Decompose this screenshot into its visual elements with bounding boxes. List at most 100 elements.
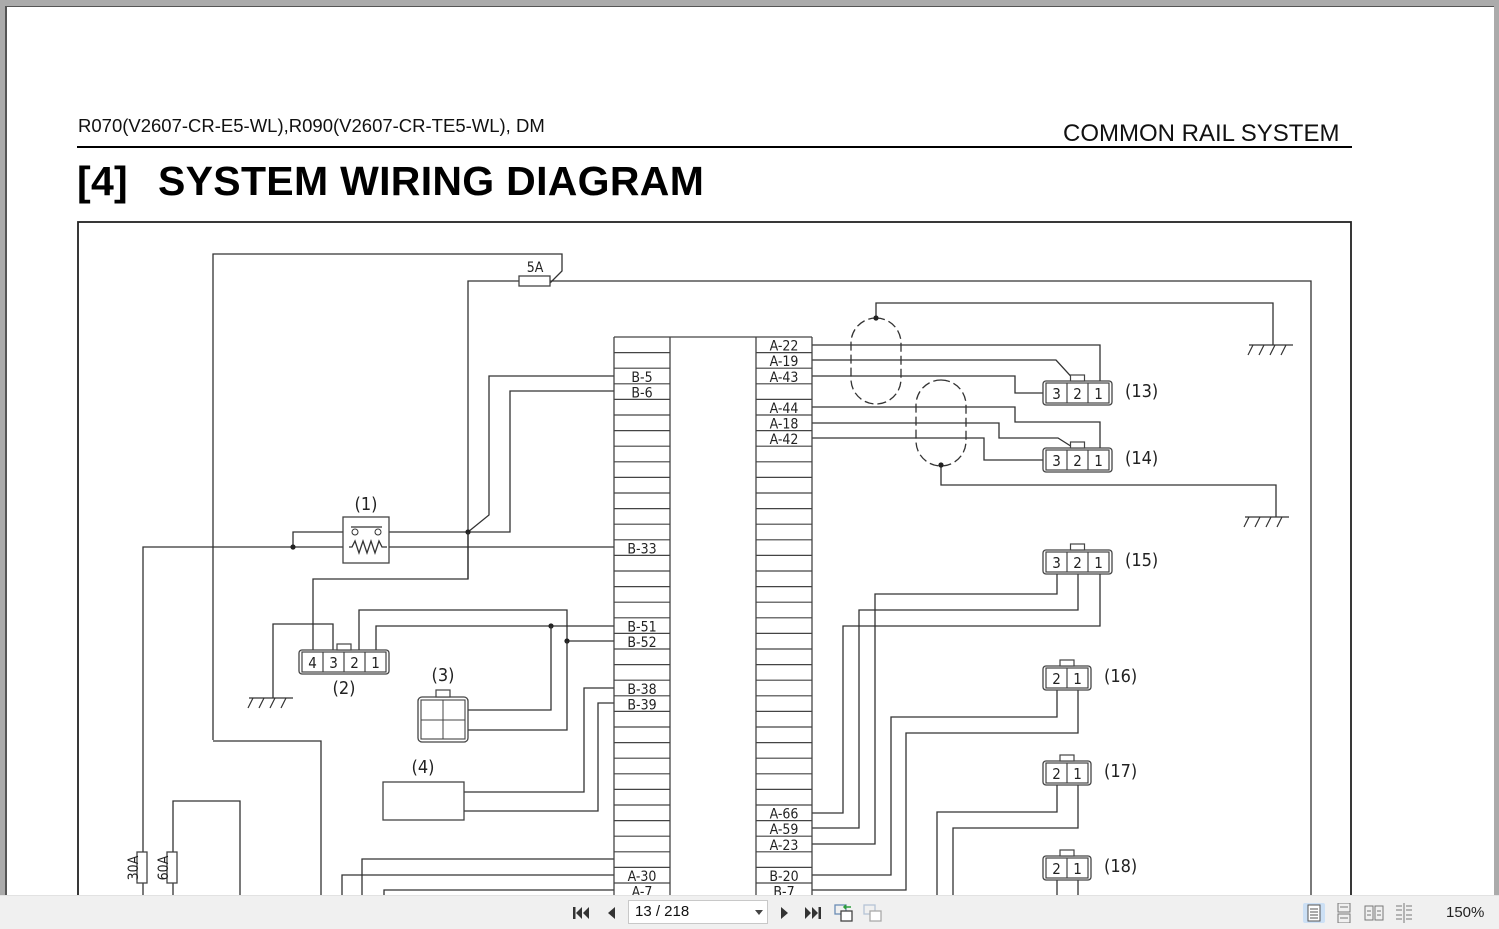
component-17-label: (17) bbox=[1104, 761, 1137, 782]
connector-pin-label: 1 bbox=[371, 654, 380, 672]
junction-dot bbox=[873, 315, 879, 321]
ecu-terminal-label: B-33 bbox=[627, 541, 656, 557]
ground-hatch bbox=[1258, 344, 1265, 356]
next-page-button[interactable] bbox=[774, 903, 796, 923]
connector-2-latch bbox=[336, 643, 352, 651]
wire-a43 bbox=[812, 375, 1046, 394]
ground-hatch bbox=[269, 697, 276, 709]
connector-pin-label: 4 bbox=[308, 654, 317, 672]
next-page-icon bbox=[781, 907, 788, 919]
last-page-button[interactable] bbox=[802, 903, 824, 923]
ecu-terminal-label: A-44 bbox=[770, 401, 799, 417]
wire-a34 bbox=[383, 889, 614, 895]
ground-hatch bbox=[1243, 516, 1250, 528]
ground-hatch bbox=[1265, 516, 1272, 528]
ecu-connector: B-5B-6B-33B-51B-52B-38B-39A-30A-7A-34A-2… bbox=[613, 336, 813, 895]
shield-14 bbox=[915, 379, 967, 467]
wire-b51 bbox=[375, 625, 614, 652]
connector-pin-label: 2 bbox=[1073, 452, 1082, 470]
component-14-label: (14) bbox=[1125, 448, 1158, 469]
wire-a66 bbox=[812, 572, 1101, 814]
component-13-label: (13) bbox=[1125, 381, 1158, 402]
section-title: [4] SYSTEM WIRING DIAGRAM bbox=[77, 158, 704, 205]
page-dropdown-arrow-icon[interactable] bbox=[755, 910, 763, 915]
wire bbox=[467, 280, 519, 579]
zoom-level[interactable]: 150% bbox=[1446, 904, 1485, 921]
document-viewport[interactable]: R070(V2607-CR-E5-WL),R090(V2607-CR-TE5-W… bbox=[5, 6, 1494, 895]
ground-hatch bbox=[247, 697, 254, 709]
go-back-icon bbox=[834, 904, 853, 922]
ecu-terminal-label: A-7 bbox=[632, 885, 653, 895]
wire bbox=[875, 302, 1274, 345]
connector-pin-label: 2 bbox=[1052, 670, 1061, 688]
wire bbox=[936, 783, 1058, 895]
wire-a19 bbox=[812, 359, 1078, 384]
component-18-label: (18) bbox=[1104, 856, 1137, 877]
fuse-30a bbox=[136, 851, 148, 884]
wire bbox=[463, 641, 568, 731]
header-model-text: R070(V2607-CR-E5-WL),R090(V2607-CR-TE5-W… bbox=[78, 115, 545, 136]
fuse-5a-label: 5A bbox=[527, 260, 544, 276]
fuse-5a bbox=[518, 275, 551, 287]
shield-13 bbox=[850, 317, 902, 405]
connector-14-latch bbox=[1069, 441, 1086, 449]
connector-16-latch bbox=[1059, 659, 1075, 667]
component-15-label: (15) bbox=[1125, 550, 1158, 571]
go-back-button[interactable] bbox=[833, 903, 855, 923]
ecu-terminal-label: B-51 bbox=[627, 619, 656, 635]
component-3-label: (3) bbox=[432, 665, 455, 686]
ecu-terminal-label: A-19 bbox=[770, 354, 799, 370]
ecu-terminal-label: B-39 bbox=[627, 697, 656, 713]
junction-dot bbox=[290, 544, 296, 550]
ecu-terminal-label: A-59 bbox=[770, 822, 799, 838]
wire bbox=[463, 626, 552, 711]
relay-contact bbox=[351, 528, 359, 536]
ecu-terminal-label: B-5 bbox=[631, 370, 652, 386]
last-page-icon bbox=[805, 907, 821, 919]
section-title-text: SYSTEM WIRING DIAGRAM bbox=[158, 158, 705, 204]
connector-pin-label: 1 bbox=[1073, 670, 1082, 688]
wire-a23 bbox=[812, 572, 1058, 845]
connector-15-latch bbox=[1069, 543, 1086, 551]
section-number: [4] bbox=[77, 158, 129, 204]
ecu-terminal-label: A-30 bbox=[628, 869, 657, 885]
previous-page-button[interactable] bbox=[600, 903, 622, 923]
fuse-30a-label: 30A bbox=[126, 855, 142, 880]
connector-18-latch bbox=[1059, 849, 1075, 857]
viewer-toolbar: 13 / 218 150% bbox=[0, 895, 1499, 929]
wires bbox=[142, 253, 1312, 895]
ground-hatch bbox=[1247, 344, 1254, 356]
page-indicator: 13 / 218 bbox=[635, 903, 690, 920]
continuous-view-button[interactable] bbox=[1333, 903, 1355, 923]
continuous-view-icon bbox=[1337, 903, 1351, 923]
first-page-button[interactable] bbox=[570, 903, 592, 923]
go-forward-button[interactable] bbox=[862, 903, 884, 923]
connector-pin-label: 3 bbox=[1052, 385, 1061, 403]
pdf-page: R070(V2607-CR-E5-WL),R090(V2607-CR-TE5-W… bbox=[7, 7, 1494, 895]
ground-hatch bbox=[1254, 516, 1261, 528]
continuous-facing-view-button[interactable] bbox=[1393, 903, 1415, 923]
connector-pin-label: 2 bbox=[350, 654, 359, 672]
wire-a59 bbox=[812, 572, 1079, 829]
component-4-label: (4) bbox=[412, 757, 435, 778]
ecu-terminal-label: A-18 bbox=[770, 417, 799, 433]
connector-3-latch bbox=[435, 689, 451, 698]
single-page-view-icon bbox=[1307, 904, 1321, 922]
ecu-terminal-label: A-23 bbox=[770, 838, 799, 854]
connector-pin-label: 1 bbox=[1094, 452, 1103, 470]
ecu-terminal-label: B-7 bbox=[773, 885, 794, 895]
wire bbox=[172, 800, 241, 895]
connector-pin-label: 1 bbox=[1094, 385, 1103, 403]
page-number-input[interactable]: 13 / 218 bbox=[628, 900, 768, 924]
single-page-view-button[interactable] bbox=[1303, 903, 1325, 923]
connector-17-latch bbox=[1059, 754, 1075, 762]
wire-a30 bbox=[361, 858, 614, 895]
ecu-terminal-label: A-22 bbox=[770, 339, 799, 355]
fuse-60a-label: 60A bbox=[156, 855, 172, 880]
wire bbox=[312, 532, 469, 652]
wire bbox=[940, 465, 1277, 517]
facing-view-button[interactable] bbox=[1363, 903, 1385, 923]
junction-dot bbox=[938, 462, 944, 468]
ecu-terminal-label: B-38 bbox=[627, 682, 656, 698]
